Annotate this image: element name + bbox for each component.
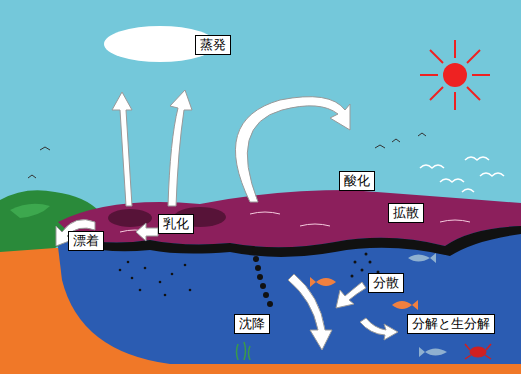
process-label: 分散 — [373, 275, 399, 291]
particle — [184, 264, 187, 267]
process-label-box: 分解と生分解 — [407, 314, 495, 334]
droplet — [253, 256, 259, 262]
wave — [465, 157, 489, 160]
bird — [375, 145, 385, 148]
orange-fish — [310, 277, 336, 287]
dispersion-arrow — [336, 282, 366, 308]
bird — [418, 133, 426, 136]
particle — [351, 275, 354, 278]
particle — [159, 281, 162, 284]
ray — [454, 40, 456, 58]
process-arrows — [56, 90, 398, 350]
bird — [40, 147, 50, 150]
dispersed-particles — [119, 253, 380, 297]
blue-fish — [408, 253, 436, 263]
coast-hill — [0, 190, 100, 252]
process-label: 漂着 — [73, 233, 99, 249]
wave — [462, 189, 474, 192]
particle — [189, 289, 192, 292]
oxidation-arrow — [235, 97, 350, 202]
process-label: 分解と生分解 — [412, 316, 490, 332]
ripple — [440, 220, 470, 222]
particle — [365, 253, 368, 256]
sinking-droplets — [252, 247, 273, 307]
process-label-box: 乳化 — [158, 214, 194, 234]
hill-patch — [10, 204, 50, 218]
waves — [420, 157, 504, 192]
process-label-box: 沈降 — [234, 314, 270, 334]
ray — [430, 87, 443, 100]
ripple — [300, 224, 330, 226]
degradation-arrow — [360, 318, 398, 340]
orange-fish — [392, 300, 418, 310]
ray — [472, 74, 490, 76]
process-label: 蒸発 — [200, 37, 226, 53]
ray — [454, 92, 456, 110]
particle — [369, 261, 372, 264]
process-label-box: 分散 — [368, 273, 404, 293]
crab-body — [470, 347, 486, 357]
wave — [420, 165, 444, 168]
sun-rays — [420, 40, 490, 110]
process-label-box: 蒸発 — [195, 35, 231, 55]
particle — [127, 261, 130, 264]
ray — [420, 74, 438, 76]
wave — [440, 179, 464, 182]
evaporation-arrow — [168, 90, 192, 206]
evaporation-arrow — [112, 92, 132, 206]
droplet — [257, 274, 263, 280]
process-label: 拡散 — [393, 205, 419, 221]
bird — [392, 139, 400, 142]
fish — [310, 253, 447, 357]
seaweed-strand — [237, 344, 239, 360]
droplet — [267, 301, 273, 307]
bird — [28, 175, 36, 178]
crab-legs — [465, 344, 491, 359]
droplet — [263, 292, 269, 298]
droplet — [252, 247, 258, 253]
process-label-box: 拡散 — [388, 203, 424, 223]
particle — [139, 289, 142, 292]
seaweed-strand — [244, 342, 246, 360]
particle — [354, 261, 357, 264]
particle — [144, 267, 147, 270]
blue-fish — [419, 347, 447, 357]
ray — [430, 50, 443, 63]
wave — [480, 173, 504, 176]
particle — [164, 294, 167, 297]
ray — [467, 50, 480, 63]
emulsion-arrow — [136, 223, 158, 241]
particle — [119, 269, 122, 272]
crab — [465, 344, 491, 359]
particle — [131, 277, 134, 280]
process-label: 沈降 — [239, 316, 265, 332]
seaweed-strand — [249, 346, 251, 360]
droplet — [255, 265, 261, 271]
ripple — [250, 212, 280, 214]
process-label-box: 酸化 — [339, 171, 375, 191]
process-label: 乳化 — [163, 216, 189, 232]
process-label: 酸化 — [344, 173, 370, 189]
sun — [443, 63, 467, 87]
seaweed — [237, 342, 251, 360]
ray — [467, 87, 480, 100]
process-label-box: 漂着 — [68, 231, 104, 251]
particle — [171, 273, 174, 276]
particle — [361, 269, 364, 272]
droplet — [260, 283, 266, 289]
